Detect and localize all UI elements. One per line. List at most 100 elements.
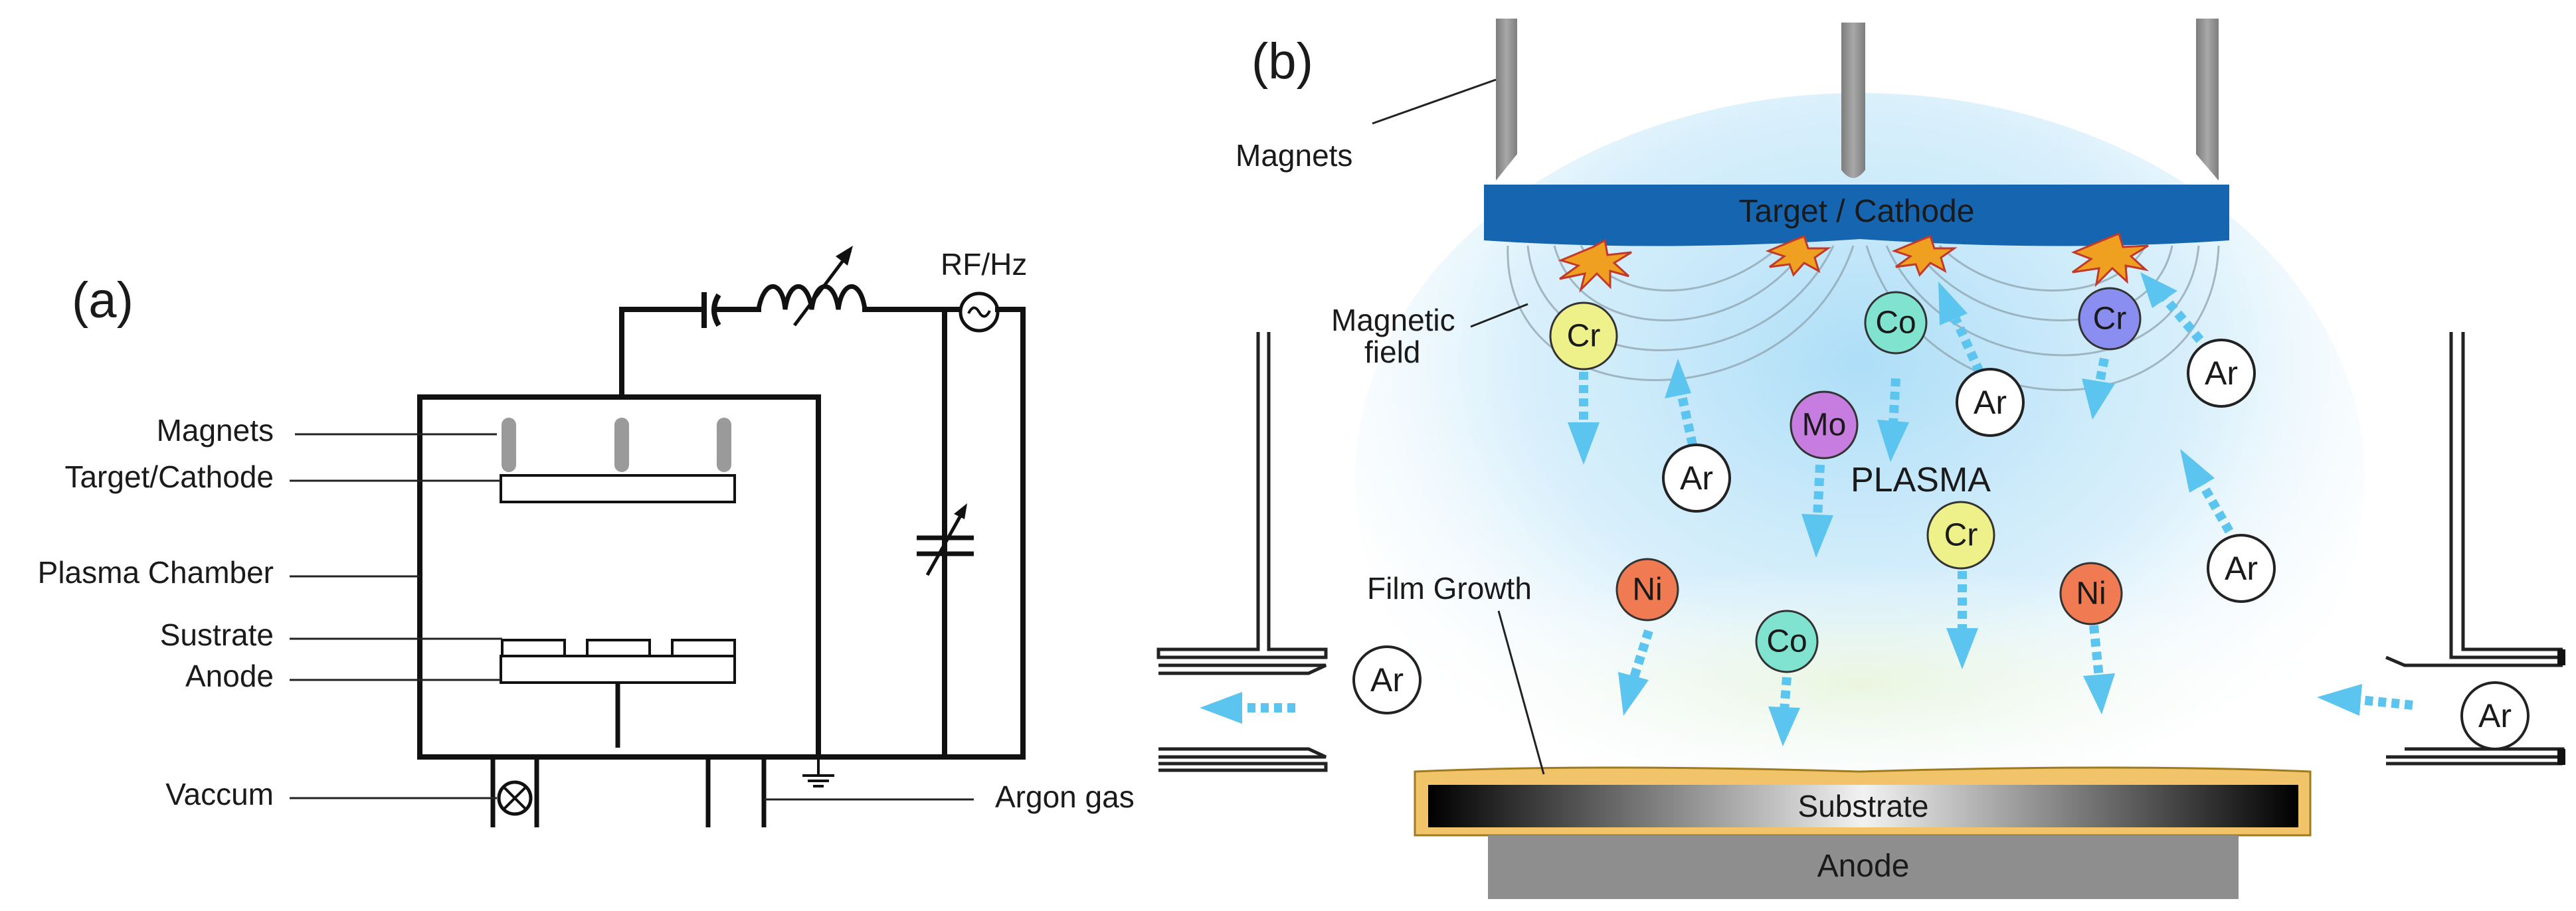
ion-cr-1-label: Cr xyxy=(1567,319,1601,354)
target-cathode-plate xyxy=(500,474,736,503)
inductor-coil xyxy=(756,284,868,310)
chamber-port-right-top xyxy=(2386,747,2565,759)
ion-ni-2: Ni xyxy=(2059,562,2123,625)
spark-icon-2 xyxy=(1765,235,1831,277)
arrow-mo1-head xyxy=(1801,514,1833,558)
arrow-inlet-head xyxy=(2317,684,2362,716)
ions-layer: Cr Co Cr Mo Ar Ar Ar Cr Ar Ni Ni Co Ar A… xyxy=(1352,287,2530,750)
capacitor-plate-2 xyxy=(711,293,721,327)
label-magnets-a: Magnets xyxy=(157,413,274,448)
ion-cr-1-disc xyxy=(1549,301,1618,371)
anode-block xyxy=(1488,835,2239,899)
chamber-wall-right-lip xyxy=(2385,655,2563,667)
label-vacuum-a: Vaccum xyxy=(165,777,274,811)
right-wall-cap-2 xyxy=(2557,749,2565,765)
ion-mo-1: Mo xyxy=(1790,390,1859,459)
ion-ar-1-label: Ar xyxy=(1680,459,1713,497)
tuning-arrowhead xyxy=(954,503,967,519)
leader-field-b xyxy=(1470,303,1528,328)
sine-wave-icon xyxy=(967,306,991,318)
ion-ar-6: Ar xyxy=(2460,681,2530,750)
arrow-co2-head xyxy=(1768,706,1800,746)
arrow-ni1-shaft xyxy=(1629,629,1653,679)
ion-cr-1: Cr xyxy=(1549,301,1618,371)
chamber-wall-right xyxy=(2461,332,2563,651)
ion-ni-1-label: Ni xyxy=(1632,572,1662,608)
ion-ar-6-disc xyxy=(2460,681,2530,750)
arrow-exhaust-head xyxy=(1200,692,1242,724)
label-magnets-b: Magnets xyxy=(1236,138,1352,173)
ion-ar-3-label: Ar xyxy=(2205,355,2238,392)
arrow-inlet-shaft xyxy=(2359,695,2413,710)
arrow-ar3-head xyxy=(2140,272,2177,308)
ion-ar-4: Ar xyxy=(2207,534,2276,603)
arrow-ni2-head xyxy=(2083,673,2115,714)
ion-co-2-disc xyxy=(1755,610,1819,673)
ion-ar-5-label: Ar xyxy=(1370,661,1404,699)
ion-cr-2-disc xyxy=(2078,287,2142,351)
ion-ni-1-disc xyxy=(1615,558,1679,621)
field-line-2 xyxy=(1526,245,1835,351)
arrow-cr3-head xyxy=(1946,628,1978,669)
arrow-co1-head xyxy=(1877,420,1909,462)
arrow-cr1-head xyxy=(1568,422,1600,465)
leader-magnets-b xyxy=(1372,78,1497,125)
arrow-ni1-head xyxy=(1618,672,1649,716)
spark-icon-3 xyxy=(1891,235,1958,277)
ion-ar-2-disc xyxy=(1956,368,2025,437)
arrow-co1-shaft xyxy=(1888,378,1900,426)
label-target-b: Target / Cathode xyxy=(1739,194,1975,229)
label-target-a: Target/Cathode xyxy=(64,459,274,494)
arrow-ar4-shaft xyxy=(2198,482,2234,534)
label-substrate-a: Sustrate xyxy=(160,618,274,652)
chamber-port-left-top xyxy=(1158,747,1327,759)
magnet-b-left xyxy=(1496,19,1517,181)
ion-ar-4-disc xyxy=(2207,534,2276,603)
panel-a: (a) xyxy=(38,246,1135,827)
arrow-ar1-shaft xyxy=(1677,394,1697,446)
panel-b: (b) Target / Cathode xyxy=(1156,19,2565,899)
ion-mo-1-label: Mo xyxy=(1802,408,1847,443)
variable-arrow xyxy=(793,250,852,327)
field-line-6 xyxy=(1885,245,2200,357)
ion-cr-2: Cr xyxy=(2078,287,2142,351)
label-anode-a: Anode xyxy=(185,659,274,693)
chamber-port-left-bottom xyxy=(1158,762,1328,772)
label-field-b-2: field xyxy=(1364,335,1420,369)
ion-ar-6-label: Ar xyxy=(2478,697,2512,734)
field-line-1 xyxy=(1507,245,1855,381)
leader-film-b xyxy=(1497,610,1545,775)
ion-ar-1-disc xyxy=(1662,444,1731,513)
ion-cr-2-label: Cr xyxy=(2093,301,2127,337)
ion-ni-2-disc xyxy=(2059,562,2123,625)
magnet-b-center xyxy=(1841,23,1865,178)
circuit-wire-right xyxy=(995,307,1026,760)
flux-arrows xyxy=(1200,272,2413,746)
ion-mo-1-disc xyxy=(1790,390,1859,459)
ion-cr-3-disc xyxy=(1926,501,1995,570)
circuit-wire-top-left xyxy=(619,307,701,400)
valve-cross-2 xyxy=(503,786,527,810)
label-anode-b: Anode xyxy=(1817,849,1910,884)
ion-ar-3-disc xyxy=(2187,339,2256,408)
substrate-bar xyxy=(1428,785,2298,827)
ion-ni-2-label: Ni xyxy=(2076,576,2106,612)
arrow-ar4-head xyxy=(2180,449,2215,493)
arrow-cr2-shaft xyxy=(2094,357,2109,386)
arrow-ar2-shaft xyxy=(1951,317,1984,374)
label-substrate-b: Substrate xyxy=(1798,789,1929,823)
chamber-wall-left-lip xyxy=(1158,663,1327,675)
arrow-ar1-head xyxy=(1665,359,1691,398)
magnet-b-right xyxy=(2196,19,2219,181)
target-cathode-bar xyxy=(1484,185,2229,246)
ion-co-2: Co xyxy=(1755,610,1819,673)
ion-co-1: Co xyxy=(1864,291,1928,355)
label-chamber-a: Plasma Chamber xyxy=(38,555,274,590)
right-wall-cap-1 xyxy=(2557,649,2565,665)
arrow-ar3-shaft xyxy=(2162,295,2204,343)
ion-ar-5: Ar xyxy=(1352,645,1422,714)
label-plasma: PLASMA xyxy=(1851,461,1991,499)
ion-ar-1: Ar xyxy=(1662,444,1731,513)
label-argon-a: Argon gas xyxy=(995,780,1135,814)
substrate-piece-2 xyxy=(586,639,651,657)
